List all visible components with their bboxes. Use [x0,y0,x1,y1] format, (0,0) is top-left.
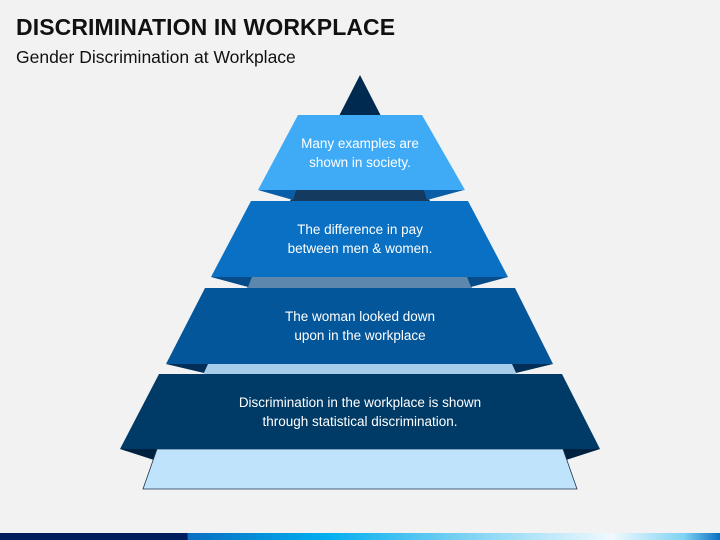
fold-4-right [563,449,600,460]
fold-2-right [467,277,508,287]
level-4-label: Discrimination in the workplace is shown… [238,395,482,429]
connector-3-4 [204,364,516,374]
fold-1-right [424,190,464,200]
level-2-label: The difference in pay between men & wome… [287,222,433,256]
fold-3-left [166,364,208,373]
pyramid-apex [339,75,381,116]
connector-1-2 [290,190,430,201]
fold-2-left [211,277,252,287]
pyramid-level-4 [120,374,600,449]
footer-gradient-bar [0,533,720,540]
pyramid-level-1 [258,115,465,190]
level-1-label: Many examples are shown in society. [301,136,419,170]
slide-subtitle: Gender Discrimination at Workplace [16,47,296,67]
slide-title: DISCRIMINATION IN WORKPLACE [16,14,396,40]
fold-1-left [258,190,296,200]
connector-2-3 [247,277,472,288]
level-3-label: The woman looked down upon in the workpl… [284,309,436,343]
pyramid-level-2 [211,201,508,277]
pyramid-base [142,448,578,490]
pyramid-level-3 [166,288,553,364]
fold-3-right [512,364,553,373]
fold-4-left [120,449,157,460]
